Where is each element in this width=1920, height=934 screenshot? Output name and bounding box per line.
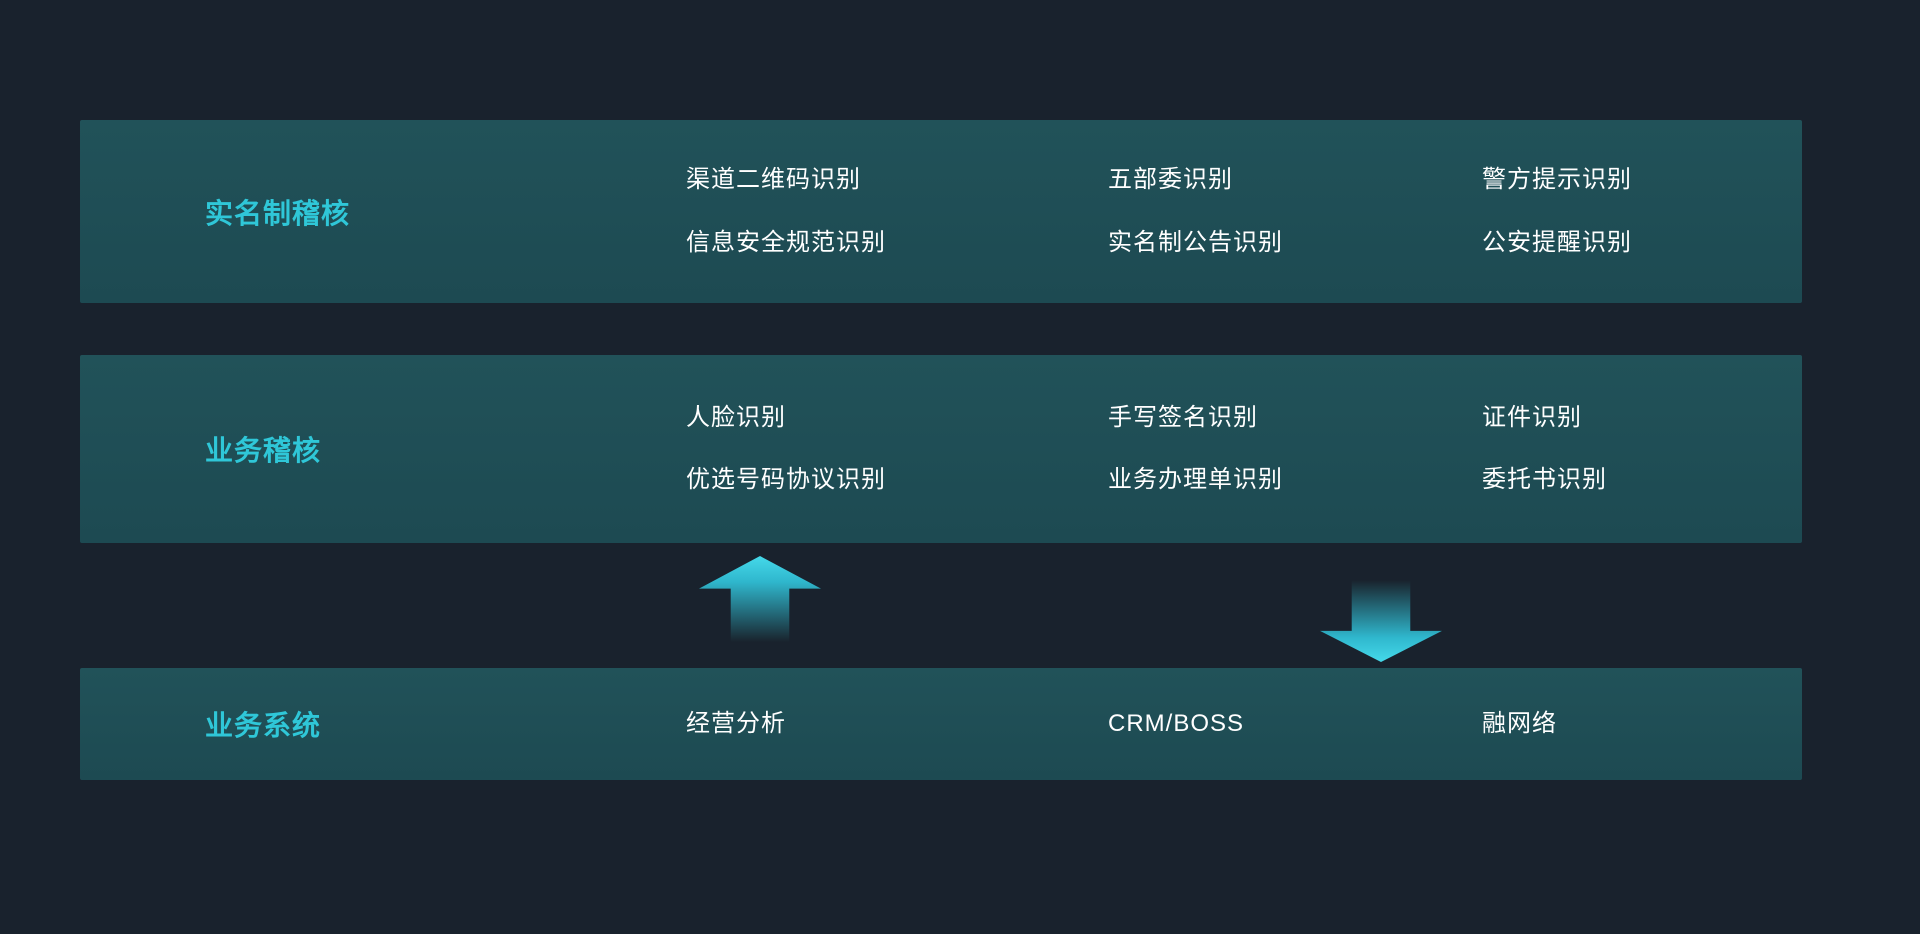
system-item: CRM/BOSS <box>1108 709 1245 737</box>
panel-title-realname-audit: 实名制稽核 <box>205 197 351 229</box>
panel-realname-audit: 实名制稽核 渠道二维码识别 信息安全规范识别 五部委识别 实名制公告识别 警方提… <box>80 120 1802 303</box>
capability-item: 五部委识别 <box>1108 166 1233 194</box>
capability-item: 证件识别 <box>1482 403 1582 431</box>
realname-audit-column-3: 警方提示识别 公安提醒识别 <box>1482 120 1632 303</box>
capability-item: 优选号码协议识别 <box>686 466 886 493</box>
business-audit-column-2: 手写签名识别 业务办理单识别 <box>1108 355 1283 543</box>
arrow-up-icon <box>699 556 821 642</box>
capability-item: 公安提醒识别 <box>1482 228 1632 256</box>
business-audit-column-1: 人脸识别 优选号码协议识别 <box>686 355 886 543</box>
capability-item: 信息安全规范识别 <box>686 228 886 256</box>
capability-item: 业务办理单识别 <box>1108 466 1283 493</box>
capability-item: 委托书识别 <box>1482 466 1607 493</box>
business-systems-column-2: CRM/BOSS <box>1108 668 1244 780</box>
system-item: 融网络 <box>1482 709 1557 737</box>
capability-item: 实名制公告识别 <box>1108 228 1283 256</box>
system-item: 经营分析 <box>686 709 786 737</box>
capability-item: 警方提示识别 <box>1482 166 1632 194</box>
business-audit-column-3: 证件识别 委托书识别 <box>1482 355 1607 543</box>
panel-title-business-systems: 业务系统 <box>205 710 322 741</box>
capability-item: 手写签名识别 <box>1108 403 1258 431</box>
panel-business-systems: 业务系统 经营分析 CRM/BOSS 融网络 <box>80 668 1802 780</box>
capability-item: 人脸识别 <box>686 403 786 431</box>
realname-audit-column-1: 渠道二维码识别 信息安全规范识别 <box>686 120 886 303</box>
realname-audit-column-2: 五部委识别 实名制公告识别 <box>1108 120 1283 303</box>
business-systems-column-1: 经营分析 <box>686 668 786 780</box>
business-systems-column-3: 融网络 <box>1482 668 1557 780</box>
panel-title-business-audit: 业务稽核 <box>205 435 322 466</box>
panel-business-audit: 业务稽核 人脸识别 优选号码协议识别 手写签名识别 业务办理单识别 证件识别 委… <box>80 355 1802 543</box>
capability-item: 渠道二维码识别 <box>686 166 861 194</box>
arrow-down-icon <box>1320 580 1442 662</box>
